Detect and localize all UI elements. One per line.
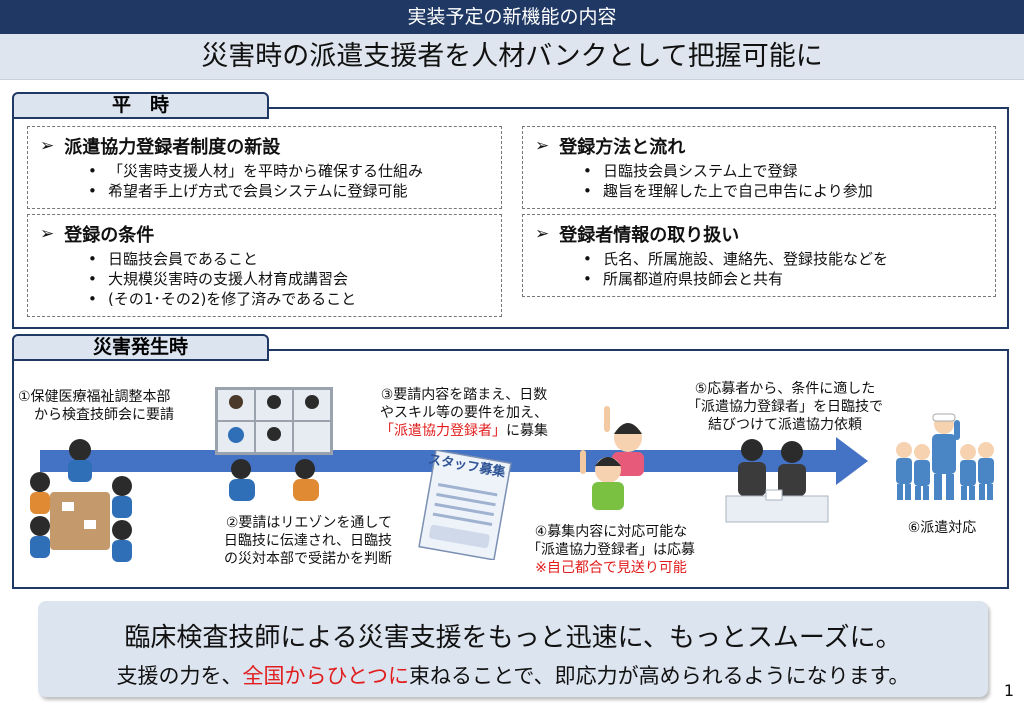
step3-text: ③要請内容を踏まえ、日数 やスキル等の要件を加え、 「派遣協力登録者」に募集 xyxy=(380,387,548,439)
disaster-time-tab: 災害発生時 xyxy=(12,334,269,361)
step4-text: ④募集内容に対応可能な 「派遣協力登録者」は応募 ※自己都合で見送り可能 xyxy=(527,524,695,576)
step1-text: ①保健医療福祉調整本部 から検査技師会に要請 xyxy=(18,389,174,423)
page-number: 1 xyxy=(1003,681,1014,700)
summary-banner: 臨床検査技師による災害支援をもっと迅速に、もっとスムーズに。 支援の力を、全国か… xyxy=(38,601,988,697)
applicants-illustration xyxy=(580,406,644,510)
card-heading: 登録者情報の取り扱い xyxy=(559,225,740,246)
card-heading: 派遣協力登録者制度の新設 xyxy=(64,137,281,158)
staff-desk-illustration xyxy=(725,439,829,523)
arrow-bullet-icon: ➢ xyxy=(535,224,550,244)
step5-text: ⑤応募者から、条件に適した 「派遣協力登録者」を日臨技で 結びつけて派遣協力依頼 xyxy=(687,381,883,433)
list-item: 「災害時支援人材」を平時から確保する仕組み xyxy=(88,161,491,181)
list-item: 希望者手上げ方式で会員システムに登録可能 xyxy=(88,181,491,201)
card-registrant-info: ➢ 登録者情報の取り扱い 氏名、所属施設、連絡先、登録技能などを 所属都道府県技師… xyxy=(522,214,996,297)
list-item-continuation: (その1･その2)を修了済みであること xyxy=(88,289,491,309)
list-item: 大規模災害時の支援人材育成講習会 xyxy=(88,269,491,289)
arrow-bullet-icon: ➢ xyxy=(535,136,550,156)
top-section-label: 実装予定の新機能の内容 xyxy=(0,0,1024,34)
list-item-continuation: 所属都道府県技師会と共有 xyxy=(583,269,985,289)
card-registration-conditions: ➢ 登録の条件 日臨技会員であること 大規模災害時の支援人材育成講習会 (その1･… xyxy=(27,214,502,317)
summary-line2: 支援の力を、全国からひとつに束ねることで、即応力が高められるようになります。 xyxy=(116,664,910,688)
card-heading: 登録の条件 xyxy=(64,225,155,246)
summary-line1: 臨床検査技師による災害支援をもっと迅速に、もっとスムーズに。 xyxy=(124,623,902,653)
recruitment-poster-illustration xyxy=(418,450,512,560)
page-title: 災害時の派遣支援者を人材バンクとして把握可能に xyxy=(0,34,1024,80)
arrow-bullet-icon: ➢ xyxy=(40,136,55,156)
list-item: 氏名、所属施設、連絡先、登録技能などを xyxy=(583,249,985,269)
step6-text: ⑥派遣対応 xyxy=(907,520,977,536)
arrow-bullet-icon: ➢ xyxy=(40,224,55,244)
card-registration-method: ➢ 登録方法と流れ 日臨技会員システム上で登録 趣旨を理解した上で自己申告により参… xyxy=(522,126,996,209)
meeting-table-illustration xyxy=(30,439,132,562)
dispatched-workers-illustration xyxy=(896,413,994,500)
list-item: 趣旨を理解した上で自己申告により参加 xyxy=(583,181,985,201)
step2-text: ②要請はリエゾンを通して 日臨技に伝達され、日臨技 の災対本部で受諾かを判断 xyxy=(223,515,392,567)
list-item: 日臨技会員であること xyxy=(88,249,491,269)
list-item: 日臨技会員システム上で登録 xyxy=(583,161,985,181)
card-heading: 登録方法と流れ xyxy=(559,137,686,158)
normal-time-tab: 平 時 xyxy=(12,92,269,119)
card-registration-system: ➢ 派遣協力登録者制度の新設 「災害時支援人材」を平時から確保する仕組み 希望者手… xyxy=(27,126,502,209)
video-conference-illustration xyxy=(215,387,333,501)
